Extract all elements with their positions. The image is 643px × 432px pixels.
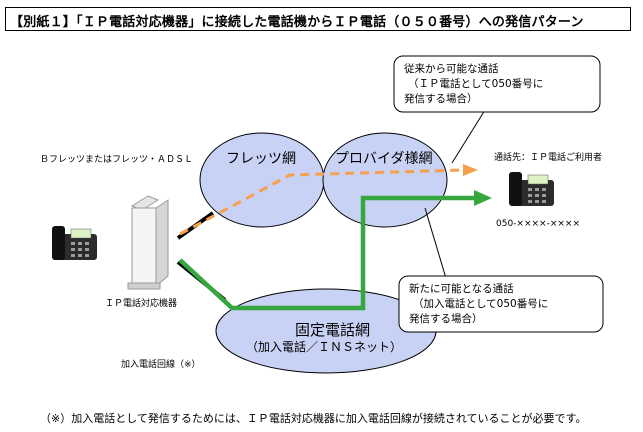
provider-network-label: プロバイダ様網 (335, 151, 433, 167)
new-callout-text: 新たに可能となる通話 （加入電話として050番号に 発信する場合） (409, 282, 548, 327)
provider-network-cloud (322, 132, 448, 228)
flets-network-label: フレッツ網 (226, 151, 296, 167)
new-callout-line3: 発信する場合） (409, 313, 483, 325)
existing-route-arrowhead (463, 164, 478, 176)
existing-callout-line3: 発信する場合） (404, 93, 478, 105)
existing-callout-pointer (451, 109, 486, 164)
title-box (5, 7, 631, 31)
existing-callout-line1: 従来から可能な通話 (404, 63, 499, 75)
existing-callout-line2: （ＩＰ電話として050番号に (408, 78, 544, 90)
existing-callout-box (393, 55, 601, 113)
new-callout-box (398, 275, 604, 333)
footnote: （※）加入電話として発信するためには、ＩＰ電話対応機器に加入電話回線が接続されて… (40, 412, 587, 425)
ip-device-label: ＩＰ電話対応機器 (105, 299, 178, 309)
new-call-route (178, 195, 476, 311)
access-line-label: Ｂフレッツまたはフレッツ・ＡＤＳＬ (40, 155, 194, 165)
destination-number: 050-××××-×××× (496, 219, 581, 229)
new-callout-line2: （加入電話として050番号に (413, 298, 549, 310)
telephone-left-icon (52, 226, 97, 260)
fixed-line-network-sublabel: （加入電話／ＩＮＳネット） (246, 340, 403, 354)
new-callout-line1: 新たに可能となる通話 (409, 283, 514, 295)
page-title: 【別紙１】「ＩＰ電話対応機器」に接続した電話機からＩＰ電話（０５０番号）への発信… (10, 15, 584, 30)
new-route-arrowhead (474, 190, 492, 206)
destination-label: 通話先：ＩＰ電話ご利用者 (494, 153, 603, 163)
fixed-line-network-label: 固定電話網 (295, 321, 371, 339)
ip-device-icon (127, 195, 169, 290)
existing-callout-text: 従来から可能な通話 （ＩＰ電話として050番号に 発信する場合） (404, 62, 543, 107)
new-callout-pointer (424, 207, 449, 286)
subscriber-line-label: 加入電話回線（※） (121, 360, 201, 370)
telephone-right-icon (509, 172, 554, 206)
existing-call-route (179, 168, 466, 236)
